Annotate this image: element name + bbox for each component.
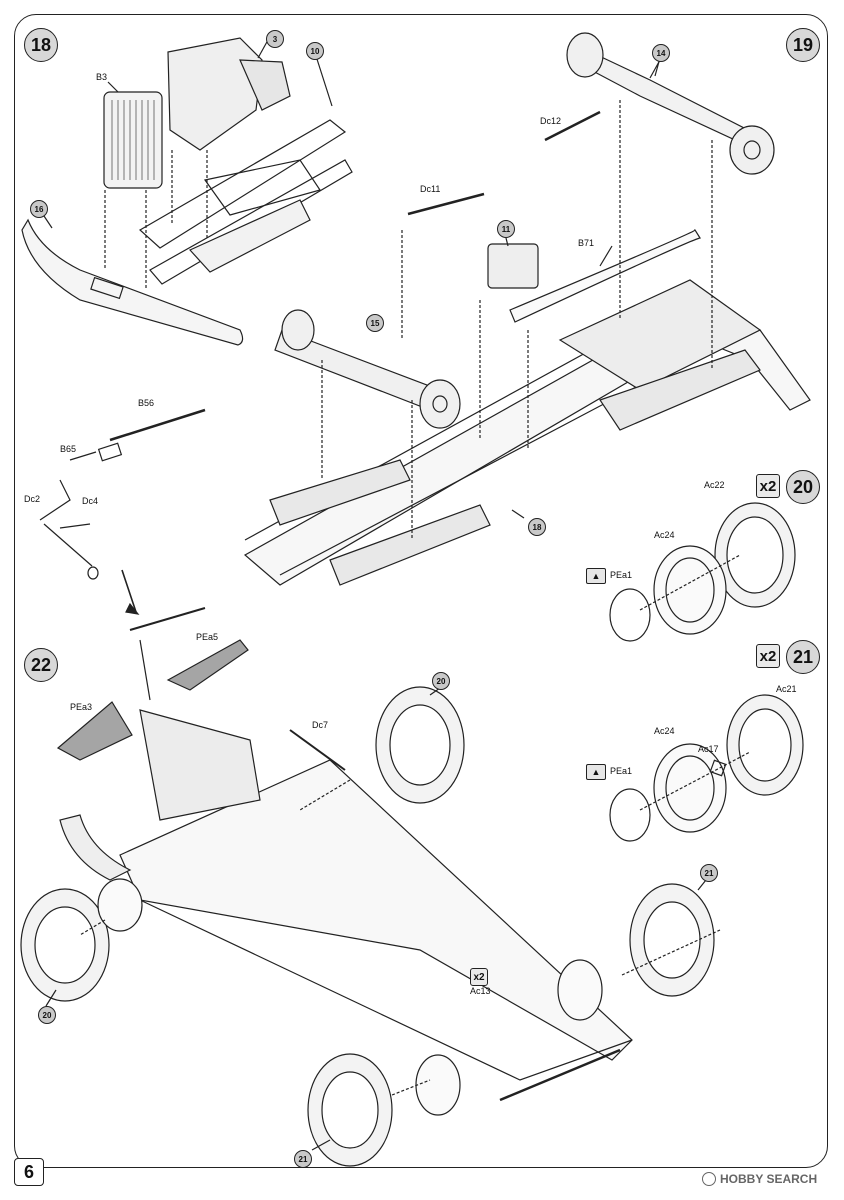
photo-etch-icon-b: ▲ [586, 764, 606, 780]
part-label-dc4: Dc4 [82, 496, 99, 506]
callout-21-a: 21 [700, 864, 718, 882]
callout-16: 16 [30, 200, 48, 218]
part-label-dc2: Dc2 [24, 494, 41, 504]
step20-drawing [609, 502, 796, 642]
part-label-ac22: Ac22 [704, 480, 725, 490]
step22-drawing [20, 607, 721, 1167]
part-label-ac17: Ac17 [698, 744, 719, 754]
part-label-pea1-b: PEa1 [610, 766, 633, 776]
step-21-badge: 21 [786, 640, 820, 674]
callout-14: 14 [652, 44, 670, 62]
part-label-b71: B71 [578, 238, 595, 248]
watermark-logo-icon [702, 1172, 716, 1186]
part-label-pea3: PEa3 [70, 702, 93, 712]
part-label-dc12: Dc12 [540, 116, 562, 126]
watermark: HOBBY SEARCH [702, 1172, 817, 1186]
step19-drawing [243, 32, 811, 586]
callout-21-b: 21 [294, 1150, 312, 1168]
callout-10: 10 [306, 42, 324, 60]
part-label-ac24-b: Ac24 [654, 726, 675, 736]
part-label-b65: B65 [60, 444, 77, 454]
part-label-pea5: PEa5 [196, 632, 219, 642]
part-label-b56: B56 [138, 398, 155, 408]
callout-18: 18 [528, 518, 546, 536]
callout-15: 15 [366, 314, 384, 332]
part-label-dc7: Dc7 [312, 720, 329, 730]
step-22-badge: 22 [24, 648, 58, 682]
quantity-multiplier-21: x2 [756, 644, 780, 668]
part-label-pea1-a: PEa1 [610, 570, 633, 580]
quantity-multiplier-20: x2 [756, 474, 780, 498]
step-19-badge: 19 [786, 28, 820, 62]
part-label-ac21: Ac21 [776, 684, 797, 694]
page-frame [14, 14, 828, 1168]
callout-20-b: 20 [38, 1006, 56, 1024]
step-18-badge: 18 [24, 28, 58, 62]
page-number: 6 [14, 1158, 44, 1186]
quantity-multiplier-ac13: x2 [470, 968, 488, 986]
step-20-badge: 20 [786, 470, 820, 504]
callout-3: 3 [266, 30, 284, 48]
part-label-b3: B3 [96, 72, 108, 82]
step21-drawing [609, 694, 804, 842]
part-label-ac24-a: Ac24 [654, 530, 675, 540]
step18-drawing [21, 37, 353, 346]
steering-parts-drawing [39, 408, 206, 615]
watermark-text: HOBBY SEARCH [720, 1172, 818, 1186]
callout-20-a: 20 [432, 672, 450, 690]
photo-etch-icon-a: ▲ [586, 568, 606, 584]
callout-11: 11 [497, 220, 515, 238]
part-label-ac13: Ac13 [470, 986, 491, 996]
part-label-dc11: Dc11 [420, 184, 441, 194]
